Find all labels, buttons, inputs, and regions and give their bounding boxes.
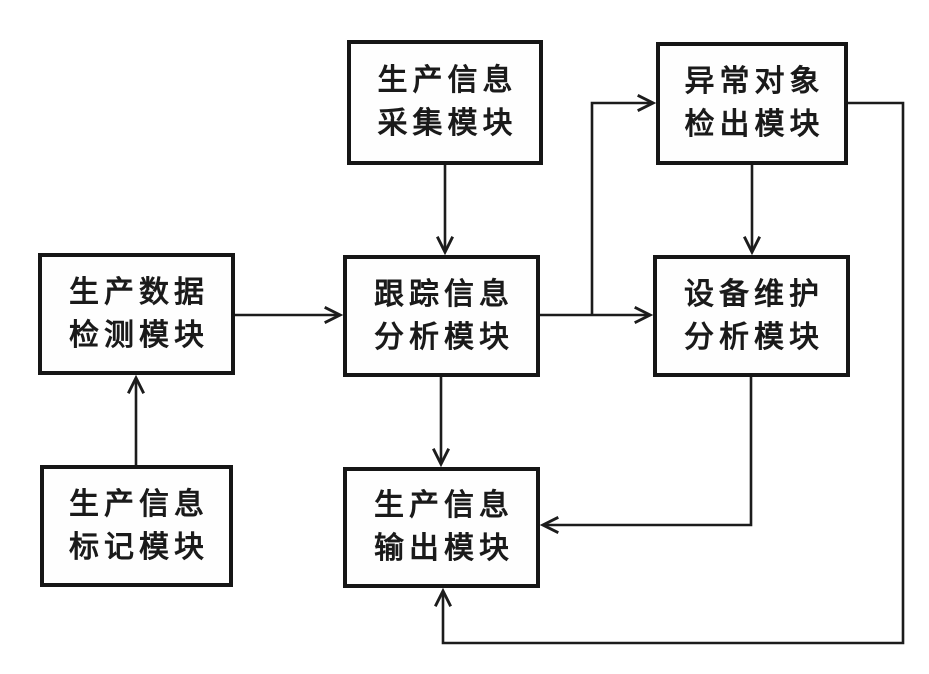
node-production-info-marking: 生产信息 标记模块 — [40, 465, 233, 587]
node-label-line: 异常对象 — [684, 65, 825, 98]
node-label-line: 生产信息 — [374, 489, 514, 522]
node-label-line: 设备维护 — [684, 277, 824, 311]
edge-abnormal-to-output-loop — [434, 101, 905, 645]
node-label-line: 生产数据 — [69, 275, 209, 309]
node-label-line: 标记模块 — [69, 530, 209, 564]
edge-maintenance-to-output — [539, 377, 753, 534]
node-tracking-info-analysis: 跟踪信息 分析模块 — [343, 255, 540, 377]
node-label-line: 采集模块 — [377, 107, 518, 140]
node-abnormal-object-detection: 异常对象 检出模块 — [656, 42, 848, 165]
node-production-info-output: 生产信息 输出模块 — [343, 467, 540, 588]
node-label-line: 跟踪信息 — [374, 277, 514, 311]
node-label-line: 输出模块 — [374, 532, 514, 565]
node-equipment-maintenance-analysis: 设备维护 分析模块 — [653, 255, 850, 377]
node-label-line: 生产信息 — [377, 64, 518, 97]
node-label-line: 生产信息 — [69, 487, 209, 521]
node-production-info-collection: 生产信息 采集模块 — [347, 40, 543, 165]
node-production-data-inspection: 生产数据 检测模块 — [38, 253, 235, 375]
node-label-line: 分析模块 — [684, 320, 824, 354]
edge-tracking-to-abnormal — [590, 94, 657, 315]
node-label-line: 分析模块 — [374, 320, 514, 354]
node-label-line: 检测模块 — [69, 318, 209, 352]
node-label-line: 检出模块 — [684, 108, 825, 141]
